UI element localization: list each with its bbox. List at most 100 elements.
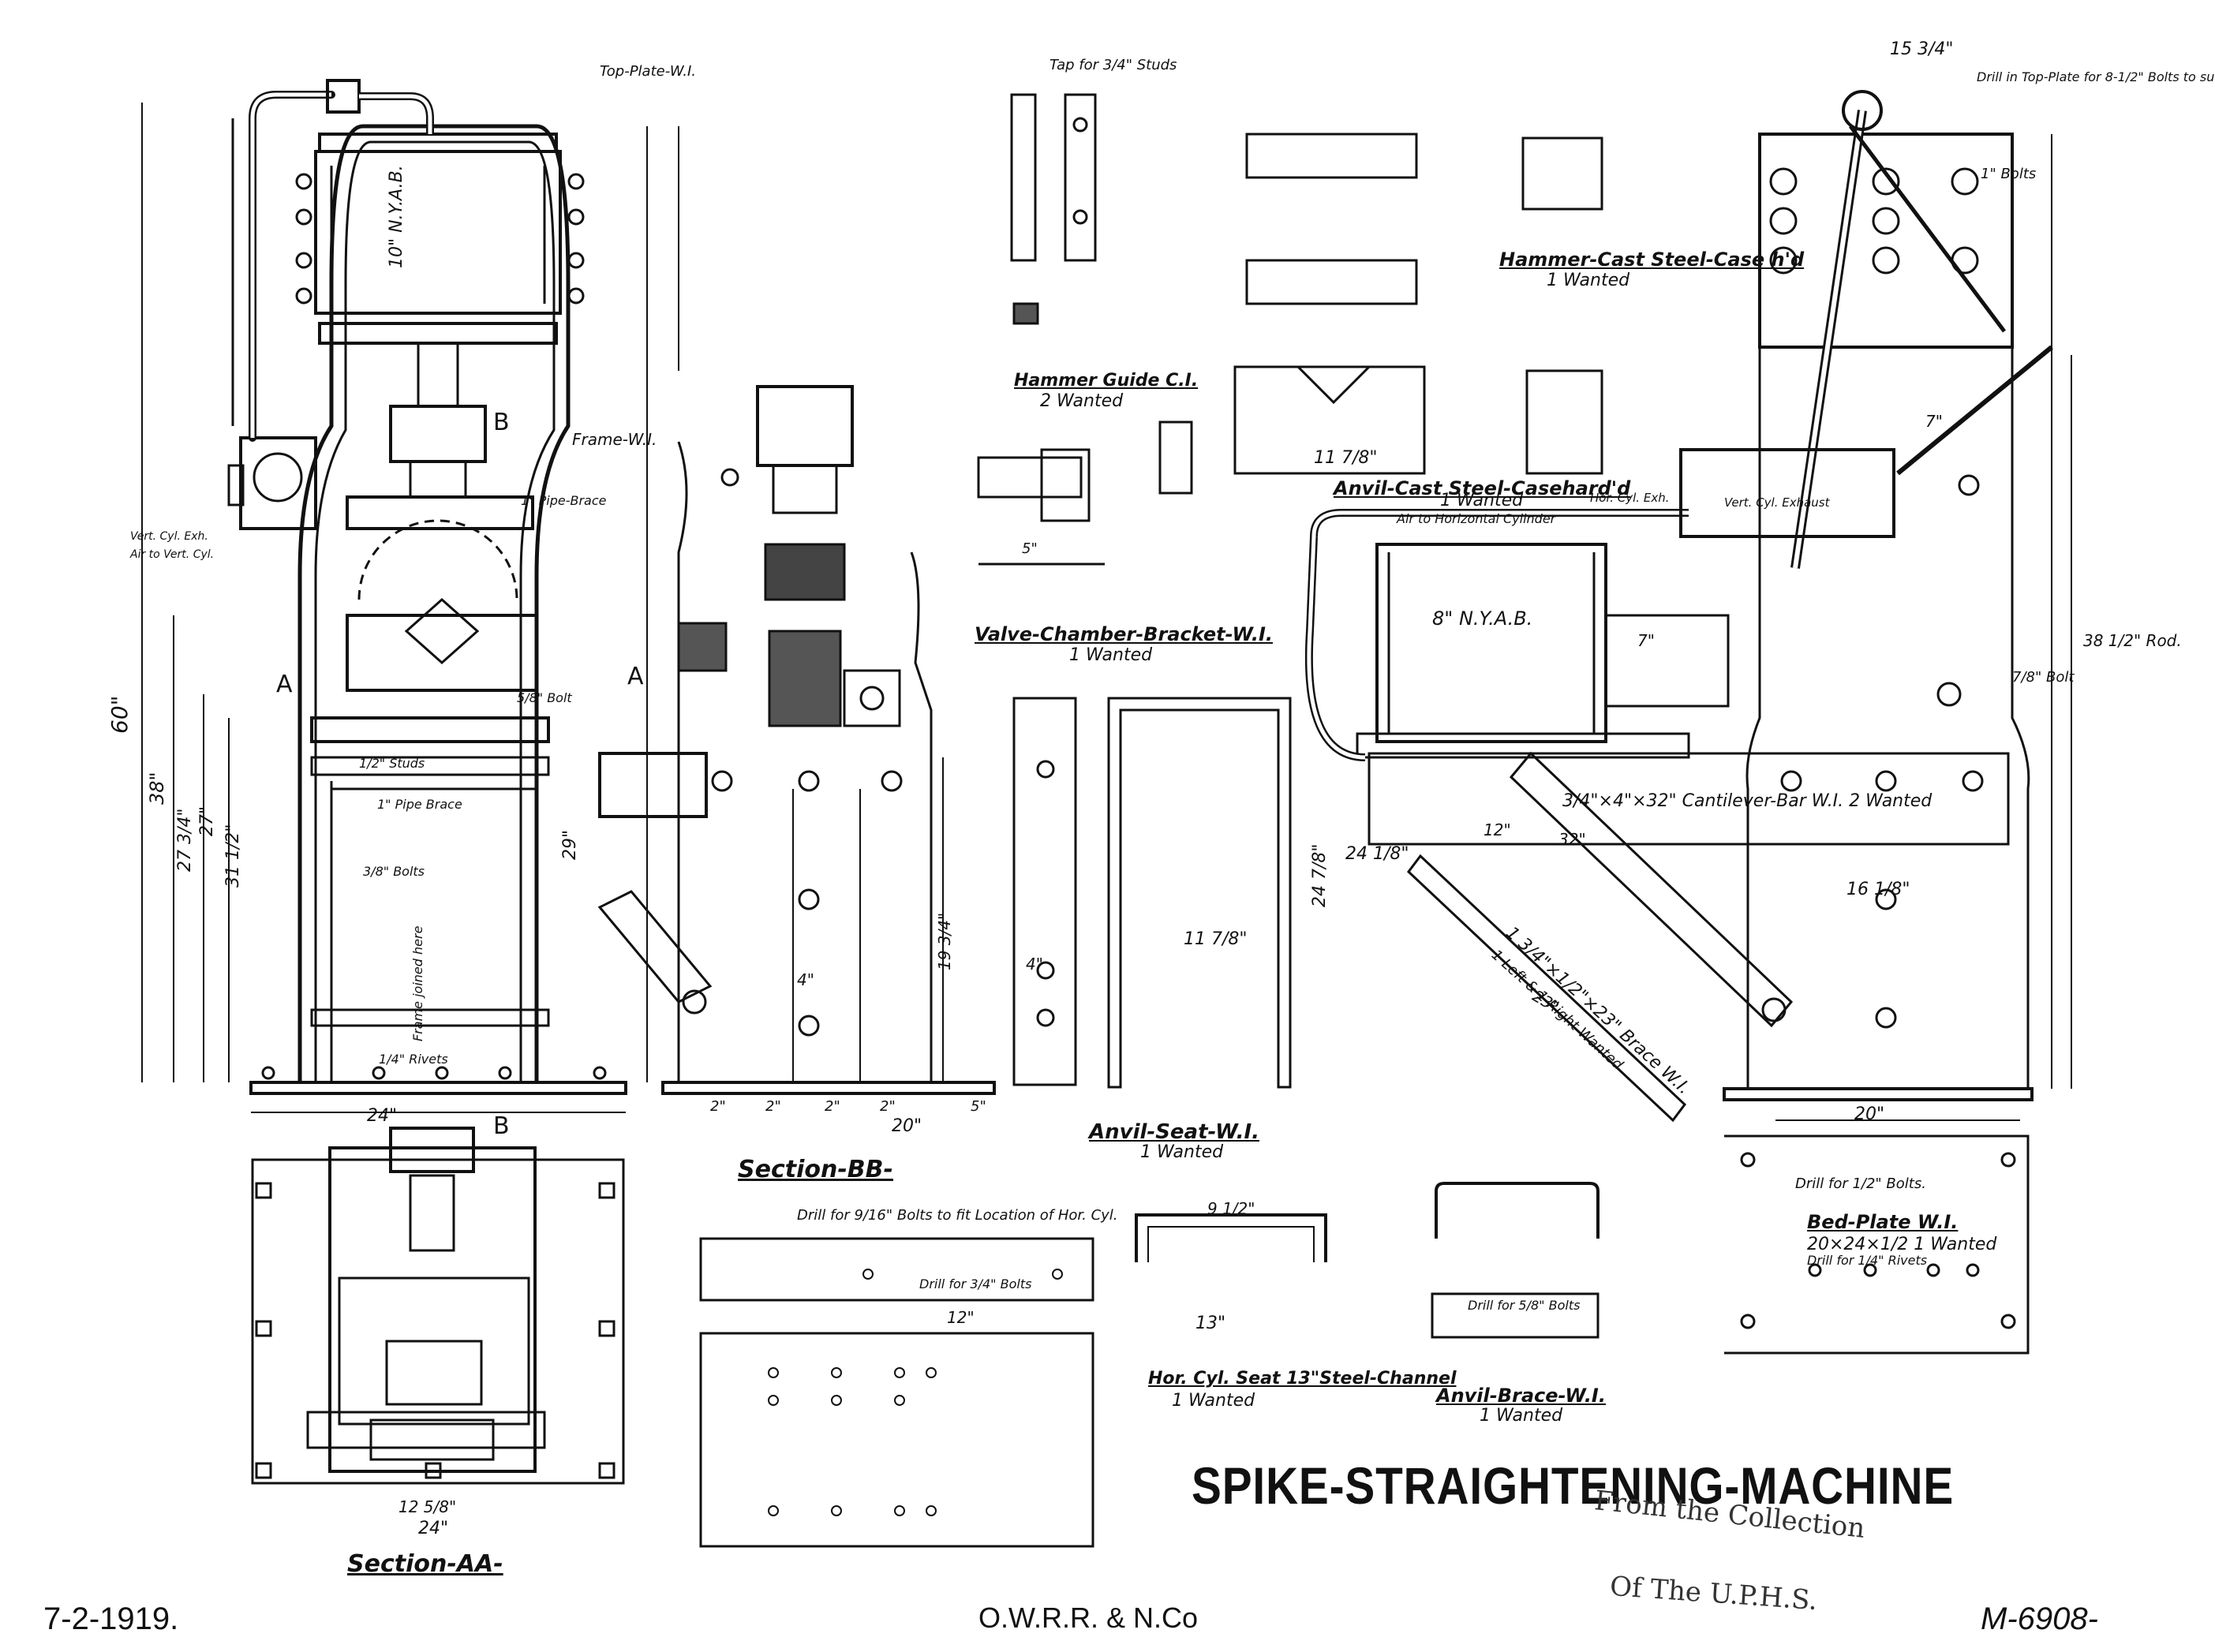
dim-width-2-bb-4: 2" [880,1098,896,1115]
drawing-number: M-6908- [1981,1602,2098,1636]
anvil-qty: 1 Wanted [1440,491,1524,510]
drill-bed-plate-label: Drill for 1/2" Bolts. [1795,1175,1926,1192]
dim-height-27: 27" [197,805,217,836]
bed-plate-detail [1724,1134,2030,1355]
dim-width-5-bb: 5" [971,1098,986,1115]
studs-label: 1/2" Studs [359,756,425,771]
dim-width-2-bb-1: 2" [710,1098,726,1115]
anvil-seat-detail [1012,697,1292,1089]
pipe-brace-label-2: 1" Pipe Brace [377,797,462,812]
anvil-seat-caption: Anvil-Seat-W.I. [1089,1120,1259,1144]
dim-width-20-bb: 20" [892,1116,922,1136]
dim-width-9-1-2: 9 1/2" [1207,1199,1255,1218]
section-aa-view [251,1127,625,1485]
bed-plate-caption: Bed-Plate W.I. [1807,1211,1959,1233]
hammer-caption: Hammer-Cast Steel-Case h'd [1499,249,1805,271]
pipe-brace-label-1: 1" Pipe-Brace [521,493,607,508]
dim-width-12-cantilever: 12" [1484,820,1511,839]
dim-width-24-front: 24" [367,1106,398,1126]
top-plate-label: Top-Plate-W.I. [600,63,696,80]
horizontal-cylinder-label: 8" N.Y.A.B. [1432,607,1533,630]
dim-height-24-7-8: 24 7/8" [1310,843,1330,907]
hammer-guide-qty: 2 Wanted [1040,391,1124,411]
section-bb-caption: Section-BB- [738,1156,893,1183]
anvil-seat-qty: 1 Wanted [1140,1142,1224,1162]
hor-cyl-exh-label: Hor. Cyl. Exh. [1590,491,1670,505]
anvil-brace-detail [1431,1182,1600,1339]
tap-studs-label: Tap for 3/4" Studs [1050,57,1177,73]
hor-cyl-seat-caption: Hor. Cyl. Seat 13"Steel-Channel [1148,1369,1457,1389]
dim-width-16-1-8: 16 1/8" [1846,880,1910,899]
cantilever-caption: 3/4"×4"×32" Cantilever-Bar W.I. 2 Wanted [1562,791,1933,811]
bolts-3-8-label: 3/8" Bolts [363,864,425,879]
dim-width-24-section: 24" [418,1519,449,1538]
drill-top-plate-label: Drill in Top-Plate for 8-1/2" Bolts to s… [1977,69,2215,84]
hor-cyl-seat-detail [1135,1213,1327,1262]
dim-width-12-plate: 12" [947,1308,975,1327]
front-elevation-view [227,79,627,1095]
section-bb-view [597,385,996,1095]
dim-height-29: 29" [560,829,580,860]
vert-exh-label: Vert. Cyl. Exh. [130,530,208,543]
bolt-5-8-label: 5/8" Bolt [517,690,572,705]
anvil-caption: Anvil-Cast Steel-Casehard'd [1334,477,1631,499]
side-elevation-view [1679,90,2072,1121]
dim-height-31-1-2: 31 1/2" [223,824,243,888]
dim-width-20-side: 20" [1854,1104,1885,1124]
vertical-cylinder-label: 10" N.Y.A.B. [387,165,406,268]
front-dimension-lines [141,103,679,1113]
air-horizontal-label: Air to Horizontal Cylinder [1397,511,1556,526]
rivets-label: 1/4" Rivets [379,1052,448,1067]
dim-width-7-cyl: 7" [1637,631,1655,650]
section-a-marker-right: A [627,663,644,690]
dim-height-60: 60" [107,695,133,734]
section-b-marker-top: B [493,409,510,436]
dim-width-24-1-8: 24 1/8" [1345,844,1409,864]
section-b-marker-bottom: B [493,1112,510,1140]
drill-bolts-3-4-label: Drill for 3/4" Bolts [919,1276,1032,1291]
drawing-date: 7-2-1919. [43,1602,179,1636]
dim-width-4-bb: 4" [797,970,814,989]
drill-bolts-5-8-label: Drill for 5/8" Bolts [1468,1298,1581,1313]
dim-width-11-7-8-anvil: 11 7/8" [1314,448,1378,468]
stamp-line-2: Of The U.P.H.S. [1608,1570,1819,1617]
hammer-anvil-detail [1233,133,1603,475]
frame-joined-label: Frame joined here [410,925,425,1041]
dim-height-19-3-4: 19 3/4" [935,912,954,970]
valve-bracket-caption: Valve-Chamber-Bracket-W.I. [975,623,1274,645]
dim-width-2-bb-3: 2" [825,1098,840,1115]
hammer-qty: 1 Wanted [1547,271,1630,290]
dim-width-4-seat: 4" [1026,955,1043,974]
hammer-guide-detail [1010,93,1097,325]
dim-width-12-5-8: 12 5/8" [398,1497,457,1516]
drawing-title: SPIKE-STRAIGHTENING-MACHINE [1192,1456,1955,1515]
drill-rivets-label: Drill for 1/4" Rivets [1807,1253,1928,1268]
dim-height-27-3-4: 27 3/4" [175,808,195,872]
dim-width-13: 13" [1195,1314,1226,1333]
valve-bracket-qty: 1 Wanted [1069,645,1153,665]
collection-stamp: From the Collection Of The U.P.H.S. [1593,1485,1878,1633]
bolt-7-8-label: 7/8" Bolt [2012,669,2075,686]
section-a-marker-left: A [276,671,293,698]
dim-width-7-side: 7" [1925,412,1943,431]
hammer-guide-caption: Hammer Guide C.I. [1014,371,1199,391]
bed-plate-spec: 20×24×1/2 1 Wanted [1807,1235,1997,1254]
one-inch-bolts-label: 1" Bolts [1981,166,2037,182]
drill-plate-detail [699,1237,1094,1548]
horizontal-cylinder-view [1304,509,2010,1123]
dim-width-15-3-4: 15 3/4" [1890,39,1954,59]
frame-label: Frame-W.I. [572,430,657,449]
anvil-brace-caption: Anvil-Brace-W.I. [1436,1385,1606,1407]
vert-cyl-exhaust-label: Vert. Cyl. Exhaust [1724,495,1830,510]
dim-width-2-bb-2: 2" [765,1098,781,1115]
company-name: O.W.R.R. & N.Co [978,1602,1199,1634]
anvil-brace-qty: 1 Wanted [1480,1406,1563,1426]
hor-cyl-seat-qty: 1 Wanted [1172,1391,1255,1411]
drill-hor-cyl-label: Drill for 9/16" Bolts to fit Location of… [797,1207,1118,1224]
section-aa-caption: Section-AA- [347,1550,503,1578]
rod-label: 38 1/2" Rod. [2083,631,2182,650]
dim-height-38: 38" [146,772,168,805]
dim-width-5-bracket: 5" [1022,540,1038,557]
